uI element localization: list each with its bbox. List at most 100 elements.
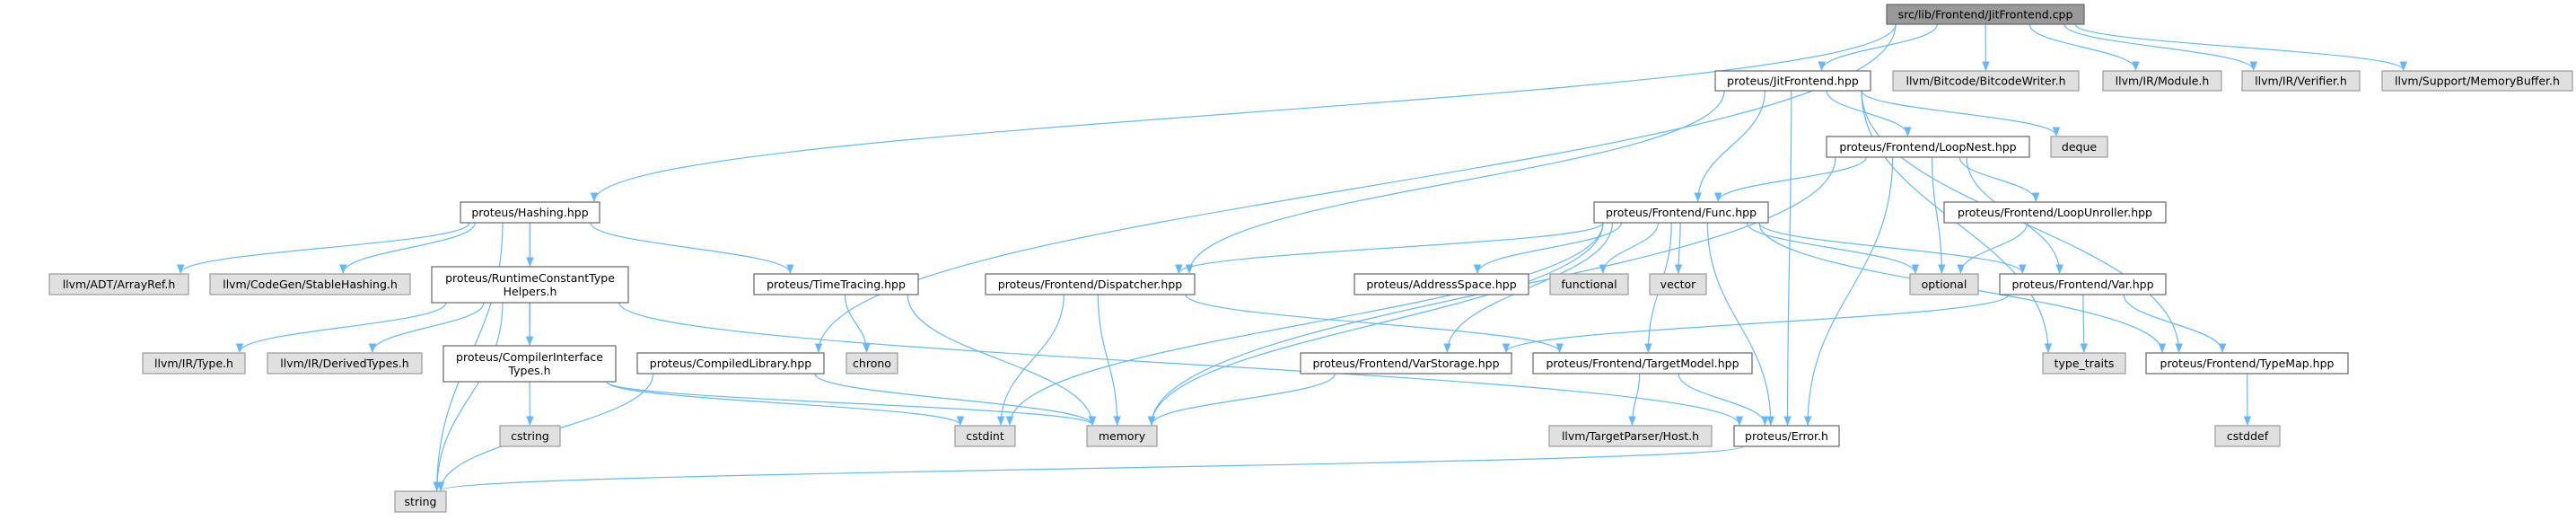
node-label: functional xyxy=(1561,278,1617,291)
node-box xyxy=(48,273,189,295)
node-box xyxy=(985,273,1196,295)
node-loopnest[interactable]: proteus/Frontend/LoopNest.hpp xyxy=(1826,136,2030,158)
node-vector: vector xyxy=(1649,273,1707,295)
node-box xyxy=(753,273,919,295)
edge-rcth-to-string xyxy=(433,302,504,492)
edge-loopnest-to-loopunroller xyxy=(1958,156,2040,203)
node-label: deque xyxy=(2062,140,2097,154)
node-label: llvm/TargetParser/Host.h xyxy=(1562,429,1699,443)
node-box xyxy=(1909,273,1979,295)
node-hashing[interactable]: proteus/Hashing.hpp xyxy=(460,201,600,224)
node-label: proteus/Frontend/TargetModel.hpp xyxy=(1546,357,1739,370)
node-compiledlibrary[interactable]: proteus/CompiledLibrary.hpp xyxy=(636,352,825,375)
node-label: llvm/ADT/ArrayRef.h xyxy=(63,278,176,291)
node-box xyxy=(2241,70,2361,92)
node-label: llvm/Bitcode/BitcodeWriter.h xyxy=(1906,75,2065,88)
edge-loopunroller-to-optional xyxy=(1957,222,2028,275)
edge-hashing-to-timetracing xyxy=(590,222,794,275)
node-box xyxy=(1943,201,2167,224)
node-func[interactable]: proteus/Frontend/Func.hpp xyxy=(1593,201,1769,224)
node-box xyxy=(1593,201,1769,224)
node-jitfrontend_hpp[interactable]: proteus/JitFrontend.hpp xyxy=(1714,70,1871,92)
edge-jitfrontend_hpp-to-func xyxy=(1694,90,1766,203)
edge-func-to-addressspace xyxy=(1473,222,1622,275)
node-functional: functional xyxy=(1549,273,1629,295)
node-typemap[interactable]: proteus/Frontend/TypeMap.hpp xyxy=(2145,352,2349,375)
node-memory: memory xyxy=(1086,425,1158,447)
node-memorybuffer: llvm/Support/MemoryBuffer.h xyxy=(2381,70,2573,92)
nodes-layer: src/lib/Frontend/JitFrontend.cpp proteus/… xyxy=(48,4,2573,513)
edge-func-to-functional xyxy=(1599,222,1659,275)
node-box xyxy=(2042,352,2126,375)
edge-func-to-vector xyxy=(1674,222,1683,275)
edge-loopnest-to-error xyxy=(1803,156,1894,427)
edge-root-to-verifier xyxy=(2063,23,2258,72)
node-label: proteus/Hashing.hpp xyxy=(471,206,588,219)
node-type_traits: type_traits xyxy=(2042,352,2126,375)
node-error[interactable]: proteus/Error.h xyxy=(1733,425,1840,447)
node-box xyxy=(846,352,898,375)
edge-func-to-varstorage xyxy=(1443,222,1613,354)
node-deque: deque xyxy=(2050,136,2108,158)
edge-var-to-typemap xyxy=(2123,294,2227,354)
node-box xyxy=(2214,425,2281,447)
edge-root-to-hashing xyxy=(590,23,1897,203)
node-label: chrono xyxy=(853,357,891,370)
node-box xyxy=(954,425,1016,447)
node-box xyxy=(1354,273,1529,295)
node-box xyxy=(267,352,423,375)
node-loopunroller[interactable]: proteus/Frontend/LoopUnroller.hpp xyxy=(1943,201,2167,224)
node-optional: optional xyxy=(1909,273,1979,295)
edge-root-to-jitfrontend_hpp xyxy=(1818,23,1938,72)
node-box xyxy=(1886,4,2085,25)
node-label: proteus/TimeTracing.hpp xyxy=(767,278,906,291)
node-dispatcher[interactable]: proteus/Frontend/Dispatcher.hpp xyxy=(985,273,1196,295)
node-label: vector xyxy=(1660,278,1697,291)
edge-rcth-to-error xyxy=(618,302,1744,427)
node-label: string xyxy=(405,495,437,508)
node-module: llvm/IR/Module.h xyxy=(2102,70,2222,92)
node-box xyxy=(1892,70,2080,92)
edge-cit-to-memory xyxy=(606,381,1097,427)
node-box xyxy=(1733,425,1840,447)
node-host: llvm/TargetParser/Host.h xyxy=(1548,425,1713,447)
node-label: proteus/RuntimeConstantType xyxy=(445,271,615,285)
edge-root-to-module xyxy=(2028,23,2140,72)
edge-root-to-memorybuffer xyxy=(2074,23,2407,72)
edge-func-to-optional xyxy=(1746,222,1920,275)
edge-varstorage-to-memory xyxy=(1147,373,1336,427)
node-label: cstddef xyxy=(2227,429,2269,443)
node-label: proteus/JitFrontend.hpp xyxy=(1727,75,1859,88)
node-box xyxy=(209,273,411,295)
edge-var-to-type_traits xyxy=(2080,294,2089,354)
node-label: llvm/Support/MemoryBuffer.h xyxy=(2395,75,2560,88)
node-derivedtypes: llvm/IR/DerivedTypes.h xyxy=(267,352,423,375)
edge-dispatcher-to-memory xyxy=(1097,294,1121,427)
node-root[interactable]: src/lib/Frontend/JitFrontend.cpp xyxy=(1886,4,2085,25)
edge-loopnest-to-optional xyxy=(1931,156,1946,275)
node-stablehashing: llvm/CodeGen/StableHashing.h xyxy=(209,273,411,295)
node-box xyxy=(1549,273,1629,295)
node-var[interactable]: proteus/Frontend/Var.hpp xyxy=(1999,273,2167,295)
node-type_h: llvm/IR/Type.h xyxy=(142,352,246,375)
node-label: Types.h xyxy=(507,364,550,377)
node-label: memory xyxy=(1099,429,1146,443)
node-box xyxy=(1999,273,2167,295)
edge-targetmodel-to-host xyxy=(1628,373,1641,427)
node-label: src/lib/Frontend/JitFrontend.cpp xyxy=(1898,8,2073,22)
node-targetmodel[interactable]: proteus/Frontend/TargetModel.hpp xyxy=(1532,352,1753,375)
node-label: proteus/Frontend/Dispatcher.hpp xyxy=(998,278,1182,291)
node-box xyxy=(2102,70,2222,92)
node-addressspace[interactable]: proteus/AddressSpace.hpp xyxy=(1354,273,1529,295)
node-box xyxy=(394,490,447,513)
edge-jitfrontend_hpp-to-error xyxy=(1783,90,1792,427)
node-label: Helpers.h xyxy=(504,285,557,298)
node-timetracing[interactable]: proteus/TimeTracing.hpp xyxy=(753,273,919,295)
node-label: optional xyxy=(1922,278,1967,291)
node-varstorage[interactable]: proteus/Frontend/VarStorage.hpp xyxy=(1300,352,1512,375)
node-box xyxy=(1649,273,1707,295)
edge-jitfrontend_hpp-to-deque xyxy=(1861,90,2061,137)
